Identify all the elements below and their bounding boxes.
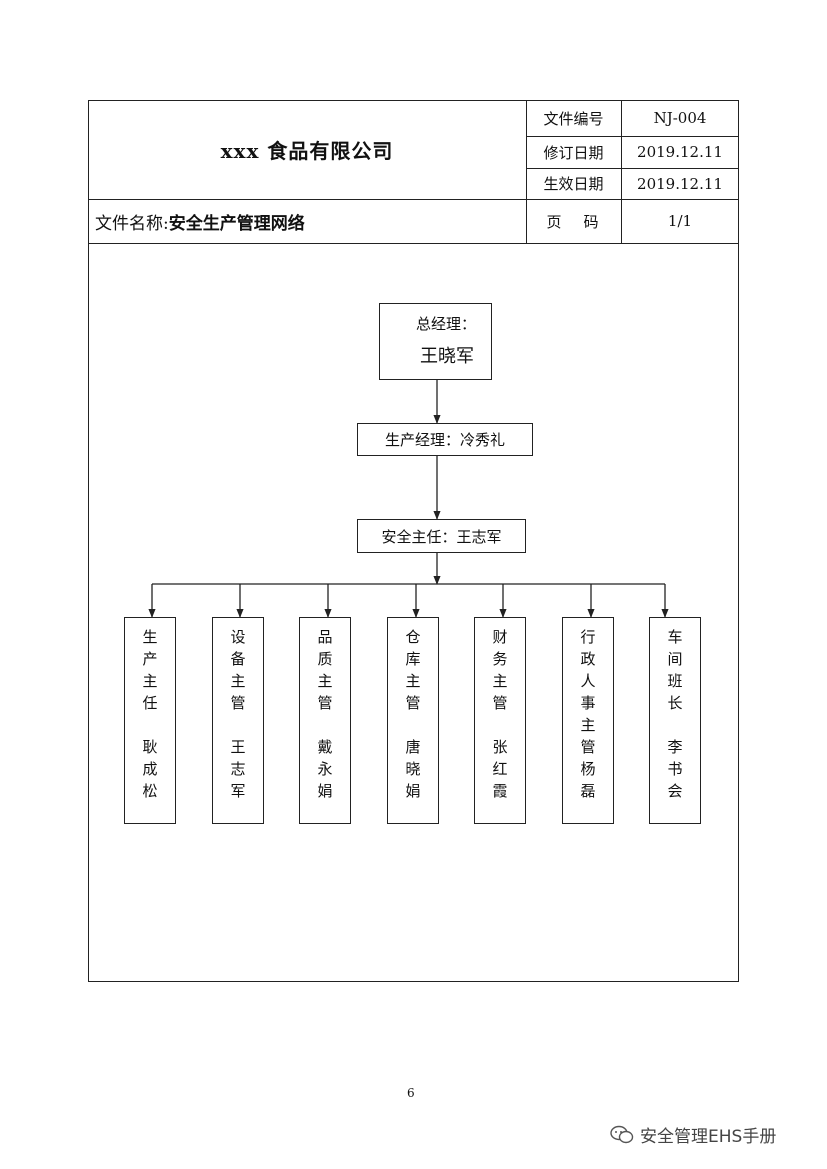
wechat-icon — [610, 1125, 634, 1143]
dept-name-char: 松 — [142, 782, 158, 800]
page-number: 6 — [407, 1086, 415, 1100]
dept-role-char: 品 — [317, 628, 333, 646]
dept-role-char: 管 — [580, 738, 596, 756]
dept-name-char: 霞 — [492, 782, 508, 800]
file-name-label: 文件名称: — [95, 213, 169, 234]
dept-name-char: 耿 — [142, 738, 158, 756]
dept-role-char: 任 — [142, 694, 158, 712]
header-bottom-divider — [88, 243, 739, 244]
page-label: 页码 — [546, 212, 621, 231]
production-manager-box: 生产经理：冷秀礼 — [357, 423, 533, 456]
document-frame — [88, 100, 739, 982]
page-value: 1/1 — [667, 212, 693, 230]
dept-role-char: 产 — [142, 650, 158, 668]
dept-name-char: 唐 — [405, 738, 421, 756]
dept-name-char: 会 — [667, 782, 683, 800]
dept-role-char: 政 — [580, 650, 596, 668]
header-divider — [88, 199, 739, 200]
dept-name-char: 红 — [492, 760, 508, 778]
dept-box-workshop: 车间班长李书会 — [649, 617, 701, 824]
dept-name-char: 磊 — [580, 782, 596, 800]
dept-role-char: 主 — [405, 672, 421, 690]
header-row-divider-2 — [526, 168, 739, 169]
general-manager-title: 总经理： — [416, 315, 477, 333]
dept-role-char: 行 — [580, 628, 596, 646]
header-col-divider-1 — [526, 100, 527, 243]
dept-role-char: 主 — [142, 672, 158, 690]
revision-date-value: 2019.12.11 — [637, 143, 723, 161]
dept-name-char: 志 — [230, 760, 246, 778]
dept-role-char: 人 — [580, 672, 596, 690]
dept-role-char: 财 — [492, 628, 508, 646]
doc-number-value: NJ-004 — [653, 109, 707, 127]
dept-role-char: 管 — [230, 694, 246, 712]
dept-name-char: 军 — [230, 782, 246, 800]
general-manager-name: 王晓军 — [420, 346, 474, 367]
dept-name-char: 王 — [230, 738, 246, 756]
dept-name-char: 戴 — [317, 738, 333, 756]
dept-role-char: 长 — [667, 694, 683, 712]
dept-name-char: 娟 — [405, 782, 421, 800]
effective-date-value: 2019.12.11 — [637, 174, 723, 193]
safety-director-box: 安全主任：王志军 — [357, 519, 526, 553]
doc-number-label: 文件编号 — [543, 109, 604, 128]
revision-date-label: 修订日期 — [543, 143, 604, 162]
dept-role-char: 主 — [580, 716, 596, 734]
dept-role-char: 备 — [230, 650, 246, 668]
dept-box-finance: 财务主管张红霞 — [474, 617, 526, 824]
general-manager-box: 总经理： 王晓军 — [379, 303, 492, 380]
dept-box-admin-hr: 行政人事主管杨磊 — [562, 617, 614, 824]
dept-role-char: 务 — [492, 650, 508, 668]
dept-role-char: 管 — [492, 694, 508, 712]
dept-box-warehouse: 仓库主管唐晓娟 — [387, 617, 439, 824]
dept-role-char: 仓 — [405, 628, 421, 646]
watermark: 安全管理EHS手册 — [610, 1122, 776, 1147]
dept-role-char: 间 — [667, 650, 683, 668]
dept-role-char: 主 — [317, 672, 333, 690]
dept-role-char: 库 — [405, 650, 421, 668]
dept-role-char: 事 — [580, 694, 596, 712]
company-name: xxx 食品有限公司 — [220, 139, 394, 163]
dept-box-production: 生产主任耿成松 — [124, 617, 176, 824]
header-col-divider-2 — [621, 100, 622, 243]
dept-role-char: 生 — [142, 628, 158, 646]
dept-role-char: 质 — [317, 650, 333, 668]
file-name-row: 文件名称:安全生产管理网络 — [88, 199, 526, 243]
dept-name-char: 晓 — [405, 760, 421, 778]
watermark-text: 安全管理EHS手册 — [640, 1127, 777, 1147]
dept-name-char: 张 — [492, 738, 508, 756]
dept-role-char: 班 — [667, 672, 683, 690]
dept-name-char: 杨 — [580, 760, 596, 778]
dept-role-char: 管 — [317, 694, 333, 712]
dept-name-char: 李 — [667, 738, 683, 756]
dept-box-quality: 品质主管戴永娟 — [299, 617, 351, 824]
dept-role-char: 主 — [230, 672, 246, 690]
dept-role-char: 主 — [492, 672, 508, 690]
effective-date-label: 生效日期 — [543, 175, 604, 193]
dept-box-equipment: 设备主管王志军 — [212, 617, 264, 824]
dept-name-char: 成 — [142, 760, 158, 778]
dept-name-char: 书 — [667, 760, 683, 778]
dept-role-char: 设 — [230, 628, 246, 646]
file-name-value: 安全生产管理网络 — [168, 213, 305, 234]
dept-role-char: 车 — [667, 628, 683, 646]
dept-role-char: 管 — [405, 694, 421, 712]
dept-name-char: 永 — [317, 760, 333, 778]
header-row-divider-1 — [526, 136, 739, 137]
dept-name-char: 娟 — [317, 782, 333, 800]
